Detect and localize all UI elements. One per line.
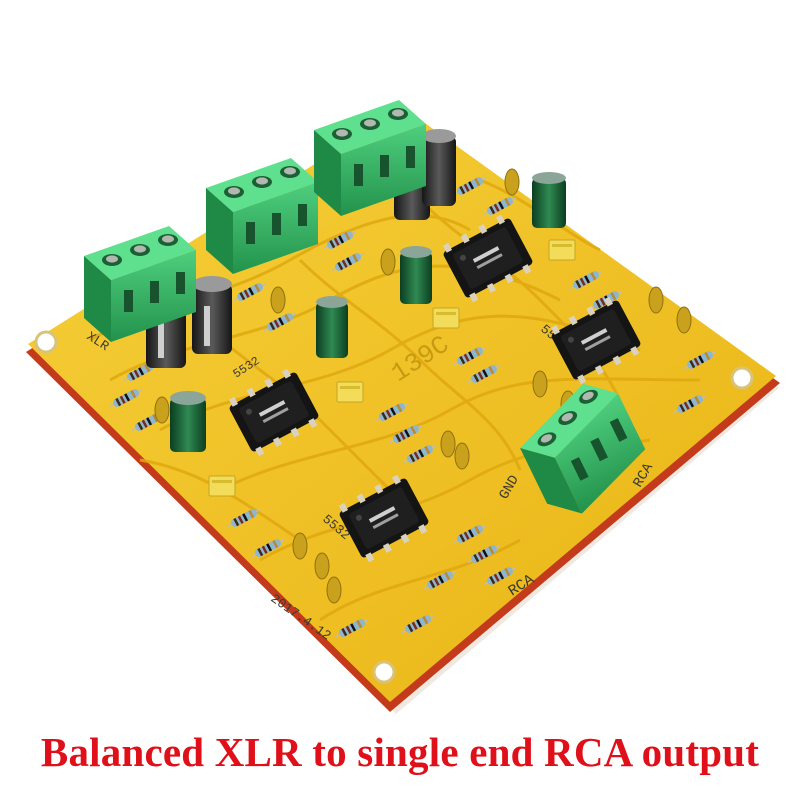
caption: Balanced XLR to single end RCA output <box>40 729 760 775</box>
mounting-holes <box>34 330 754 684</box>
